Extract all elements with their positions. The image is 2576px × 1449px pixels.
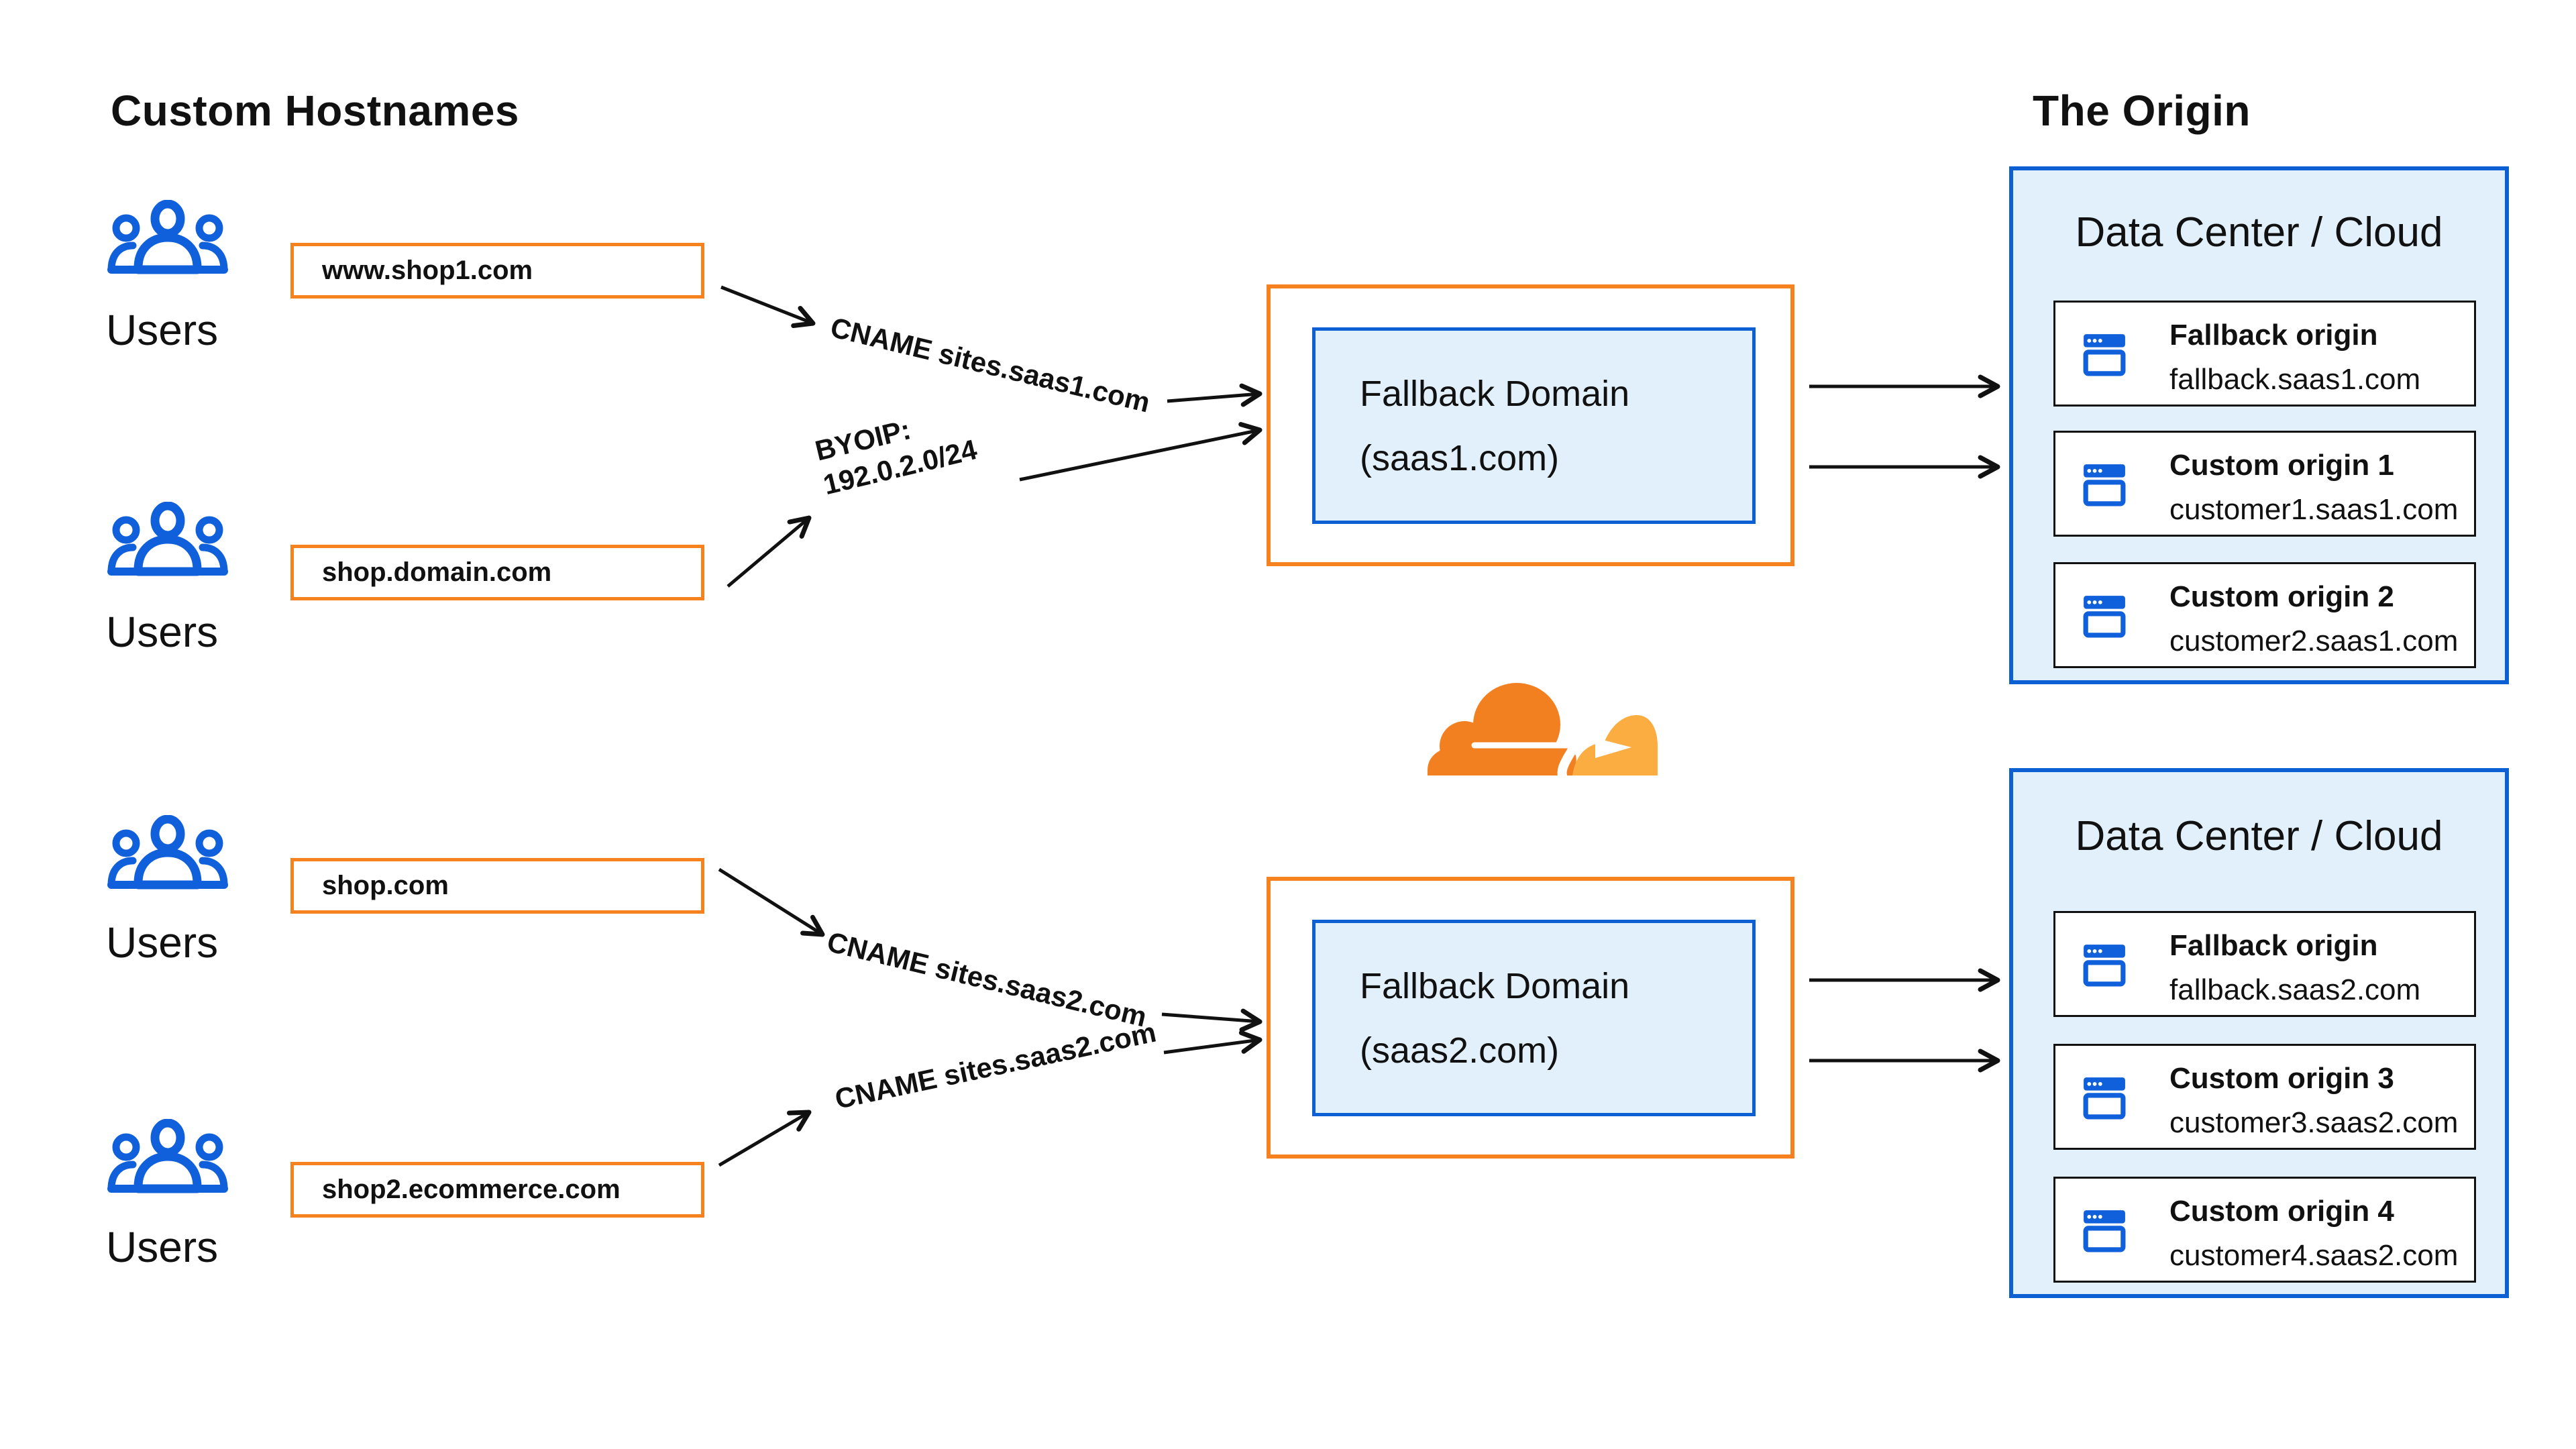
- origin-entry-custom4: Custom origin 4 customer4.saas2.com: [2053, 1177, 2476, 1283]
- origin-entry-custom3: Custom origin 3 customer3.saas2.com: [2053, 1044, 2476, 1150]
- section-title-custom-hostnames: Custom Hostnames: [111, 87, 519, 135]
- origin-name: Fallback origin: [2169, 929, 2378, 962]
- datacenter-box-1: Data Center / Cloud Fallback origin fall…: [2009, 166, 2509, 684]
- origin-name: Custom origin 4: [2169, 1195, 2394, 1228]
- origin-name: Custom origin 2: [2169, 580, 2394, 613]
- arrow-cname2a-to-fallback2: [1161, 1008, 1263, 1032]
- datacenter-title: Data Center / Cloud: [2075, 813, 2443, 859]
- fallback-domain-box-saas2: Fallback Domain (saas2.com): [1267, 877, 1794, 1159]
- users-label: Users: [106, 306, 219, 354]
- origin-name: Custom origin 3: [2169, 1062, 2394, 1095]
- connection-label-cname-saas1: CNAME sites.saas1.com: [827, 311, 1153, 419]
- browser-window-icon: [2082, 464, 2127, 506]
- datacenter-title: Data Center / Cloud: [2075, 209, 2443, 256]
- origin-name: Custom origin 1: [2169, 449, 2394, 482]
- fallback-domain-inner-saas2: Fallback Domain (saas2.com): [1312, 920, 1756, 1116]
- cloudflare-cloud-dark: [1428, 683, 1576, 775]
- browser-window-icon: [2082, 333, 2127, 376]
- origin-host: fallback.saas2.com: [2169, 973, 2421, 1006]
- fallback-domain-name: (saas2.com): [1360, 1030, 1560, 1071]
- users-group-icon: [106, 815, 229, 893]
- users-label: Users: [106, 1223, 219, 1271]
- fallback-domain-name: (saas1.com): [1360, 437, 1560, 478]
- origin-host: customer4.saas2.com: [2169, 1239, 2459, 1272]
- fallback-domain-box-saas1: Fallback Domain (saas1.com): [1267, 284, 1794, 566]
- cloudflare-logo: [1428, 681, 1658, 780]
- users-group-icon: [106, 1119, 229, 1197]
- origin-host: fallback.saas1.com: [2169, 363, 2421, 396]
- fallback-domain-title: Fallback Domain: [1360, 965, 1630, 1006]
- users-label: Users: [106, 608, 219, 656]
- arrow-shopdomain-to-byoip: [727, 515, 812, 588]
- origin-entry-custom2: Custom origin 2 customer2.saas1.com: [2053, 562, 2476, 668]
- fallback-domain-title: Fallback Domain: [1360, 373, 1630, 414]
- datacenter-box-2: Data Center / Cloud Fallback origin fall…: [2009, 768, 2509, 1298]
- origin-host: customer3.saas2.com: [2169, 1106, 2459, 1139]
- users-group-icon: [106, 200, 229, 278]
- origin-host: customer1.saas1.com: [2169, 493, 2459, 526]
- users-group-icon: [106, 502, 229, 580]
- hostname-box-shop-domain: shop.domain.com: [290, 545, 704, 600]
- origin-entry-custom1: Custom origin 1 customer1.saas1.com: [2053, 431, 2476, 537]
- section-title-the-origin: The Origin: [2033, 87, 2251, 135]
- origin-entry-fallback-saas1: Fallback origin fallback.saas1.com: [2053, 301, 2476, 407]
- origin-name: Fallback origin: [2169, 319, 2378, 352]
- hostname-box-shop1: www.shop1.com: [290, 243, 704, 299]
- browser-window-icon: [2082, 595, 2127, 638]
- fallback-domain-inner-saas1: Fallback Domain (saas1.com): [1312, 327, 1756, 524]
- connection-label-byoip: BYOIP: 192.0.2.0/24: [812, 398, 980, 502]
- users-label: Users: [106, 918, 219, 967]
- origin-entry-fallback-saas2: Fallback origin fallback.saas2.com: [2053, 911, 2476, 1017]
- connection-label-cname-saas2-b: CNAME sites.saas2.com: [832, 1016, 1159, 1115]
- connection-label-cname-saas2-a: CNAME sites.saas2.com: [824, 925, 1150, 1033]
- arrow-cname2b-to-fallback2: [1163, 1030, 1263, 1055]
- origin-host: customer2.saas1.com: [2169, 625, 2459, 657]
- browser-window-icon: [2082, 944, 2127, 987]
- logo-white-notch: [1595, 738, 1631, 758]
- browser-window-icon: [2082, 1210, 2127, 1252]
- hostname-box-shop2-ecommerce: shop2.ecommerce.com: [290, 1162, 704, 1218]
- arrow-byoip-to-fallback1: [1019, 422, 1263, 482]
- arrow-shop1-to-cname1: [720, 285, 816, 328]
- arrow-shop-to-cname2a: [718, 867, 825, 937]
- hostname-box-shop: shop.com: [290, 858, 704, 914]
- browser-window-icon: [2082, 1077, 2127, 1120]
- arrow-shop2-to-cname2b: [718, 1110, 812, 1167]
- arrow-cname1-to-fallback1: [1167, 383, 1263, 407]
